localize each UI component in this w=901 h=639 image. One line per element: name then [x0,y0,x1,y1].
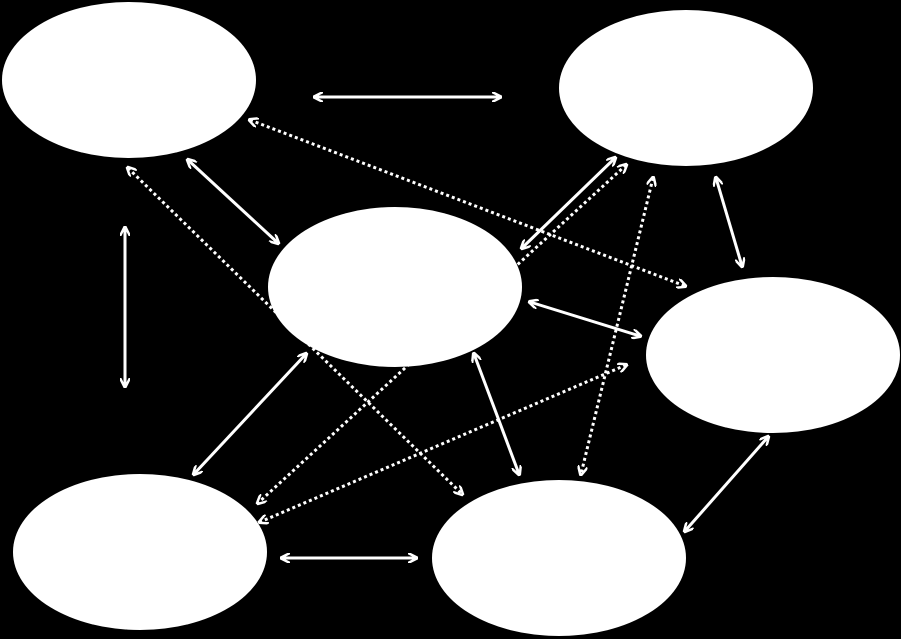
edge-n4-n5 [260,365,626,522]
node-ellipse [559,10,813,166]
node-ellipse [268,207,522,367]
node-ellipse [432,480,686,636]
node-n1 [2,2,256,158]
node-n6 [432,480,686,636]
edge-n2-n4 [716,178,742,266]
edge-n3-n4 [530,302,640,336]
node-n3 [268,207,522,367]
node-n4 [646,277,900,433]
edges-layer [125,97,768,558]
node-n5 [13,474,267,630]
node-ellipse [646,277,900,433]
edge-n4-n6 [685,437,768,531]
node-ellipse [2,2,256,158]
node-n2 [559,10,813,166]
node-ellipse [13,474,267,630]
